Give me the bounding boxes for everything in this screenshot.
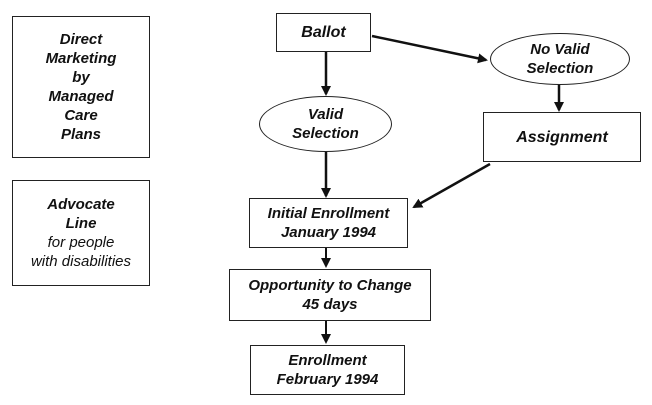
opportunity-line: 45 days bbox=[302, 296, 358, 313]
arrow-assignment-to-initial bbox=[412, 162, 491, 209]
initial-enrollment-box: Initial Enrollment January 1994 bbox=[249, 198, 408, 248]
enrollment-box: Enrollment February 1994 bbox=[250, 345, 405, 395]
assignment-box: Assignment bbox=[483, 112, 641, 162]
valid-line: Valid bbox=[307, 106, 344, 123]
advocate-sub-line: for people bbox=[47, 234, 115, 251]
ballot-label: Ballot bbox=[301, 24, 346, 41]
direct-marketing-line: by bbox=[72, 69, 90, 86]
advocate-title-line: Advocate bbox=[47, 196, 115, 213]
direct-marketing-line: Care bbox=[64, 107, 98, 124]
no-valid-line: No Valid bbox=[530, 41, 590, 58]
direct-marketing-line: Plans bbox=[60, 126, 102, 143]
valid-line: Selection bbox=[292, 125, 359, 142]
assignment-label: Assignment bbox=[516, 128, 608, 146]
opportunity-box: Opportunity to Change 45 days bbox=[229, 269, 431, 321]
direct-marketing-line: Marketing bbox=[45, 50, 117, 67]
advocate-line-box: Advocate Line for people with disabiliti… bbox=[12, 180, 150, 286]
valid-selection-ellipse: Valid Selection bbox=[259, 96, 392, 152]
advocate-sub-line: with disabilities bbox=[30, 253, 132, 270]
advocate-title-line: Line bbox=[65, 215, 97, 232]
enrollment-line: Enrollment bbox=[288, 352, 367, 369]
no-valid-line: Selection bbox=[526, 60, 594, 77]
direct-marketing-line: Managed bbox=[48, 88, 114, 105]
ballot-box: Ballot bbox=[276, 13, 371, 52]
direct-marketing-line: Direct bbox=[59, 31, 103, 48]
initial-enrollment-line: Initial Enrollment bbox=[267, 205, 390, 222]
no-valid-selection-ellipse: No Valid Selection bbox=[490, 33, 630, 85]
direct-marketing-box: Direct Marketing by Managed Care Plans bbox=[12, 16, 150, 158]
arrow-ballot-to-novalid bbox=[371, 34, 488, 64]
initial-enrollment-line: January 1994 bbox=[280, 224, 377, 241]
opportunity-line: Opportunity to Change bbox=[248, 277, 412, 294]
enrollment-line: February 1994 bbox=[276, 371, 379, 388]
